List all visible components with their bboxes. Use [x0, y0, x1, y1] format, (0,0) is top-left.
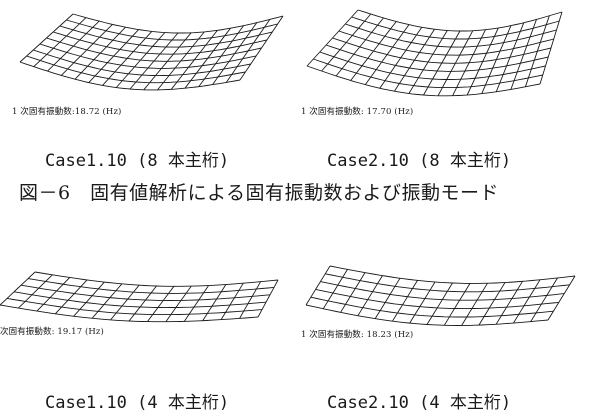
mesh-cross-line	[340, 272, 366, 313]
mesh-cross-line	[392, 280, 418, 322]
mesh-cross-line	[33, 17, 87, 67]
mesh-cross-line	[54, 279, 88, 315]
figure-caption: 図－6 固有値解析による固有振動数および振動モード	[19, 182, 500, 204]
mesh-cross-line	[19, 13, 74, 63]
mesh-cross-line	[335, 17, 384, 77]
case-label-case2-4-girders: Case2.10 (4 本主桁)	[327, 393, 512, 413]
mesh-cross-line	[184, 27, 231, 89]
mesh-cross-line	[321, 13, 372, 72]
mesh-cross-line	[394, 28, 435, 92]
natural-frequency-label-case2-8-girders: 1 次固有振動数: 17.70 (Hz)	[301, 107, 414, 117]
mesh-cross-line	[88, 29, 139, 83]
mesh-cross-line	[423, 30, 461, 96]
mesh-cross-line	[202, 284, 227, 321]
mesh-cross-line	[357, 275, 383, 316]
mesh-cross-line	[147, 286, 175, 322]
mesh-cross-line	[183, 285, 209, 322]
mesh-cross-line	[73, 281, 105, 317]
mesh-cross-line	[478, 282, 506, 326]
mesh-cross-line	[306, 9, 359, 67]
mesh-cross-line	[198, 25, 244, 87]
mesh-cross-line	[495, 281, 523, 325]
mesh-cross-line	[225, 19, 271, 83]
mesh-cross-line	[322, 269, 348, 309]
mesh-cross-line	[128, 285, 157, 322]
mesh-cross-line	[102, 31, 153, 86]
mesh-cross-line	[374, 277, 401, 319]
case-label-case1-4-girders: Case1.10 (4 本主桁)	[45, 393, 230, 413]
mesh-cross-line	[157, 31, 205, 91]
mesh-cross-line	[239, 281, 261, 319]
case-label-case1-8-girders: Case1.10 (8 本主桁)	[45, 151, 230, 171]
mesh-cross-line	[143, 32, 192, 91]
mesh-cross-line	[539, 11, 563, 85]
mesh-cross-line	[74, 26, 126, 80]
mesh-cross-line	[165, 285, 192, 322]
mesh-cross-line	[513, 279, 541, 324]
mesh-cross-line	[212, 22, 258, 85]
natural-frequency-label-case2-4-girders: 1 次固有振動数: 18.23 (Hz)	[301, 330, 414, 340]
mesh-cross-line	[364, 24, 410, 85]
mesh-cross-line	[110, 284, 140, 321]
mesh-cross-line	[481, 25, 512, 94]
mesh-cross-line	[547, 275, 576, 321]
mesh-cross-line	[18, 274, 53, 309]
mesh-cross-line	[510, 19, 537, 90]
mesh-cross-line	[524, 15, 550, 87]
mesh-cross-line	[170, 30, 218, 90]
natural-frequency-label-case1-4-girders: 次固有振動数: 19.17 (Hz)	[0, 327, 104, 337]
mesh-cross-line	[466, 27, 499, 96]
mesh-cross-line	[350, 21, 397, 81]
mesh-cross-line	[409, 281, 436, 324]
mesh-cross-line	[47, 20, 100, 72]
mesh-cross-line	[495, 22, 525, 92]
mesh-cross-line	[452, 29, 486, 96]
mesh-cross-line	[239, 15, 284, 81]
mesh-cross-line	[36, 277, 71, 312]
mesh-cross-line	[305, 265, 331, 306]
mesh-cross-line	[129, 32, 179, 90]
mesh-cross-line	[461, 282, 488, 326]
mesh-cross-line	[60, 24, 113, 76]
mesh-cross-line	[530, 277, 558, 322]
mesh-cross-line	[91, 283, 123, 319]
case-label-case2-8-girders: Case2.10 (8 本主桁)	[327, 151, 512, 171]
mesh-cross-line	[220, 282, 244, 320]
natural-frequency-label-case1-8-girders: 1 次固有振動数:18.72 (Hz)	[12, 107, 122, 117]
mesh-cross-line	[115, 32, 166, 88]
mesh-cross-line	[443, 283, 471, 326]
mesh-cross-line	[257, 279, 279, 318]
mesh-cross-line	[426, 282, 453, 325]
mesh-girder-line	[329, 265, 576, 284]
mesh-cross-line	[408, 30, 448, 94]
mesh-cross-line	[437, 30, 474, 96]
mesh-cross-line	[379, 27, 423, 89]
mesh-cross-line	[0, 271, 36, 306]
